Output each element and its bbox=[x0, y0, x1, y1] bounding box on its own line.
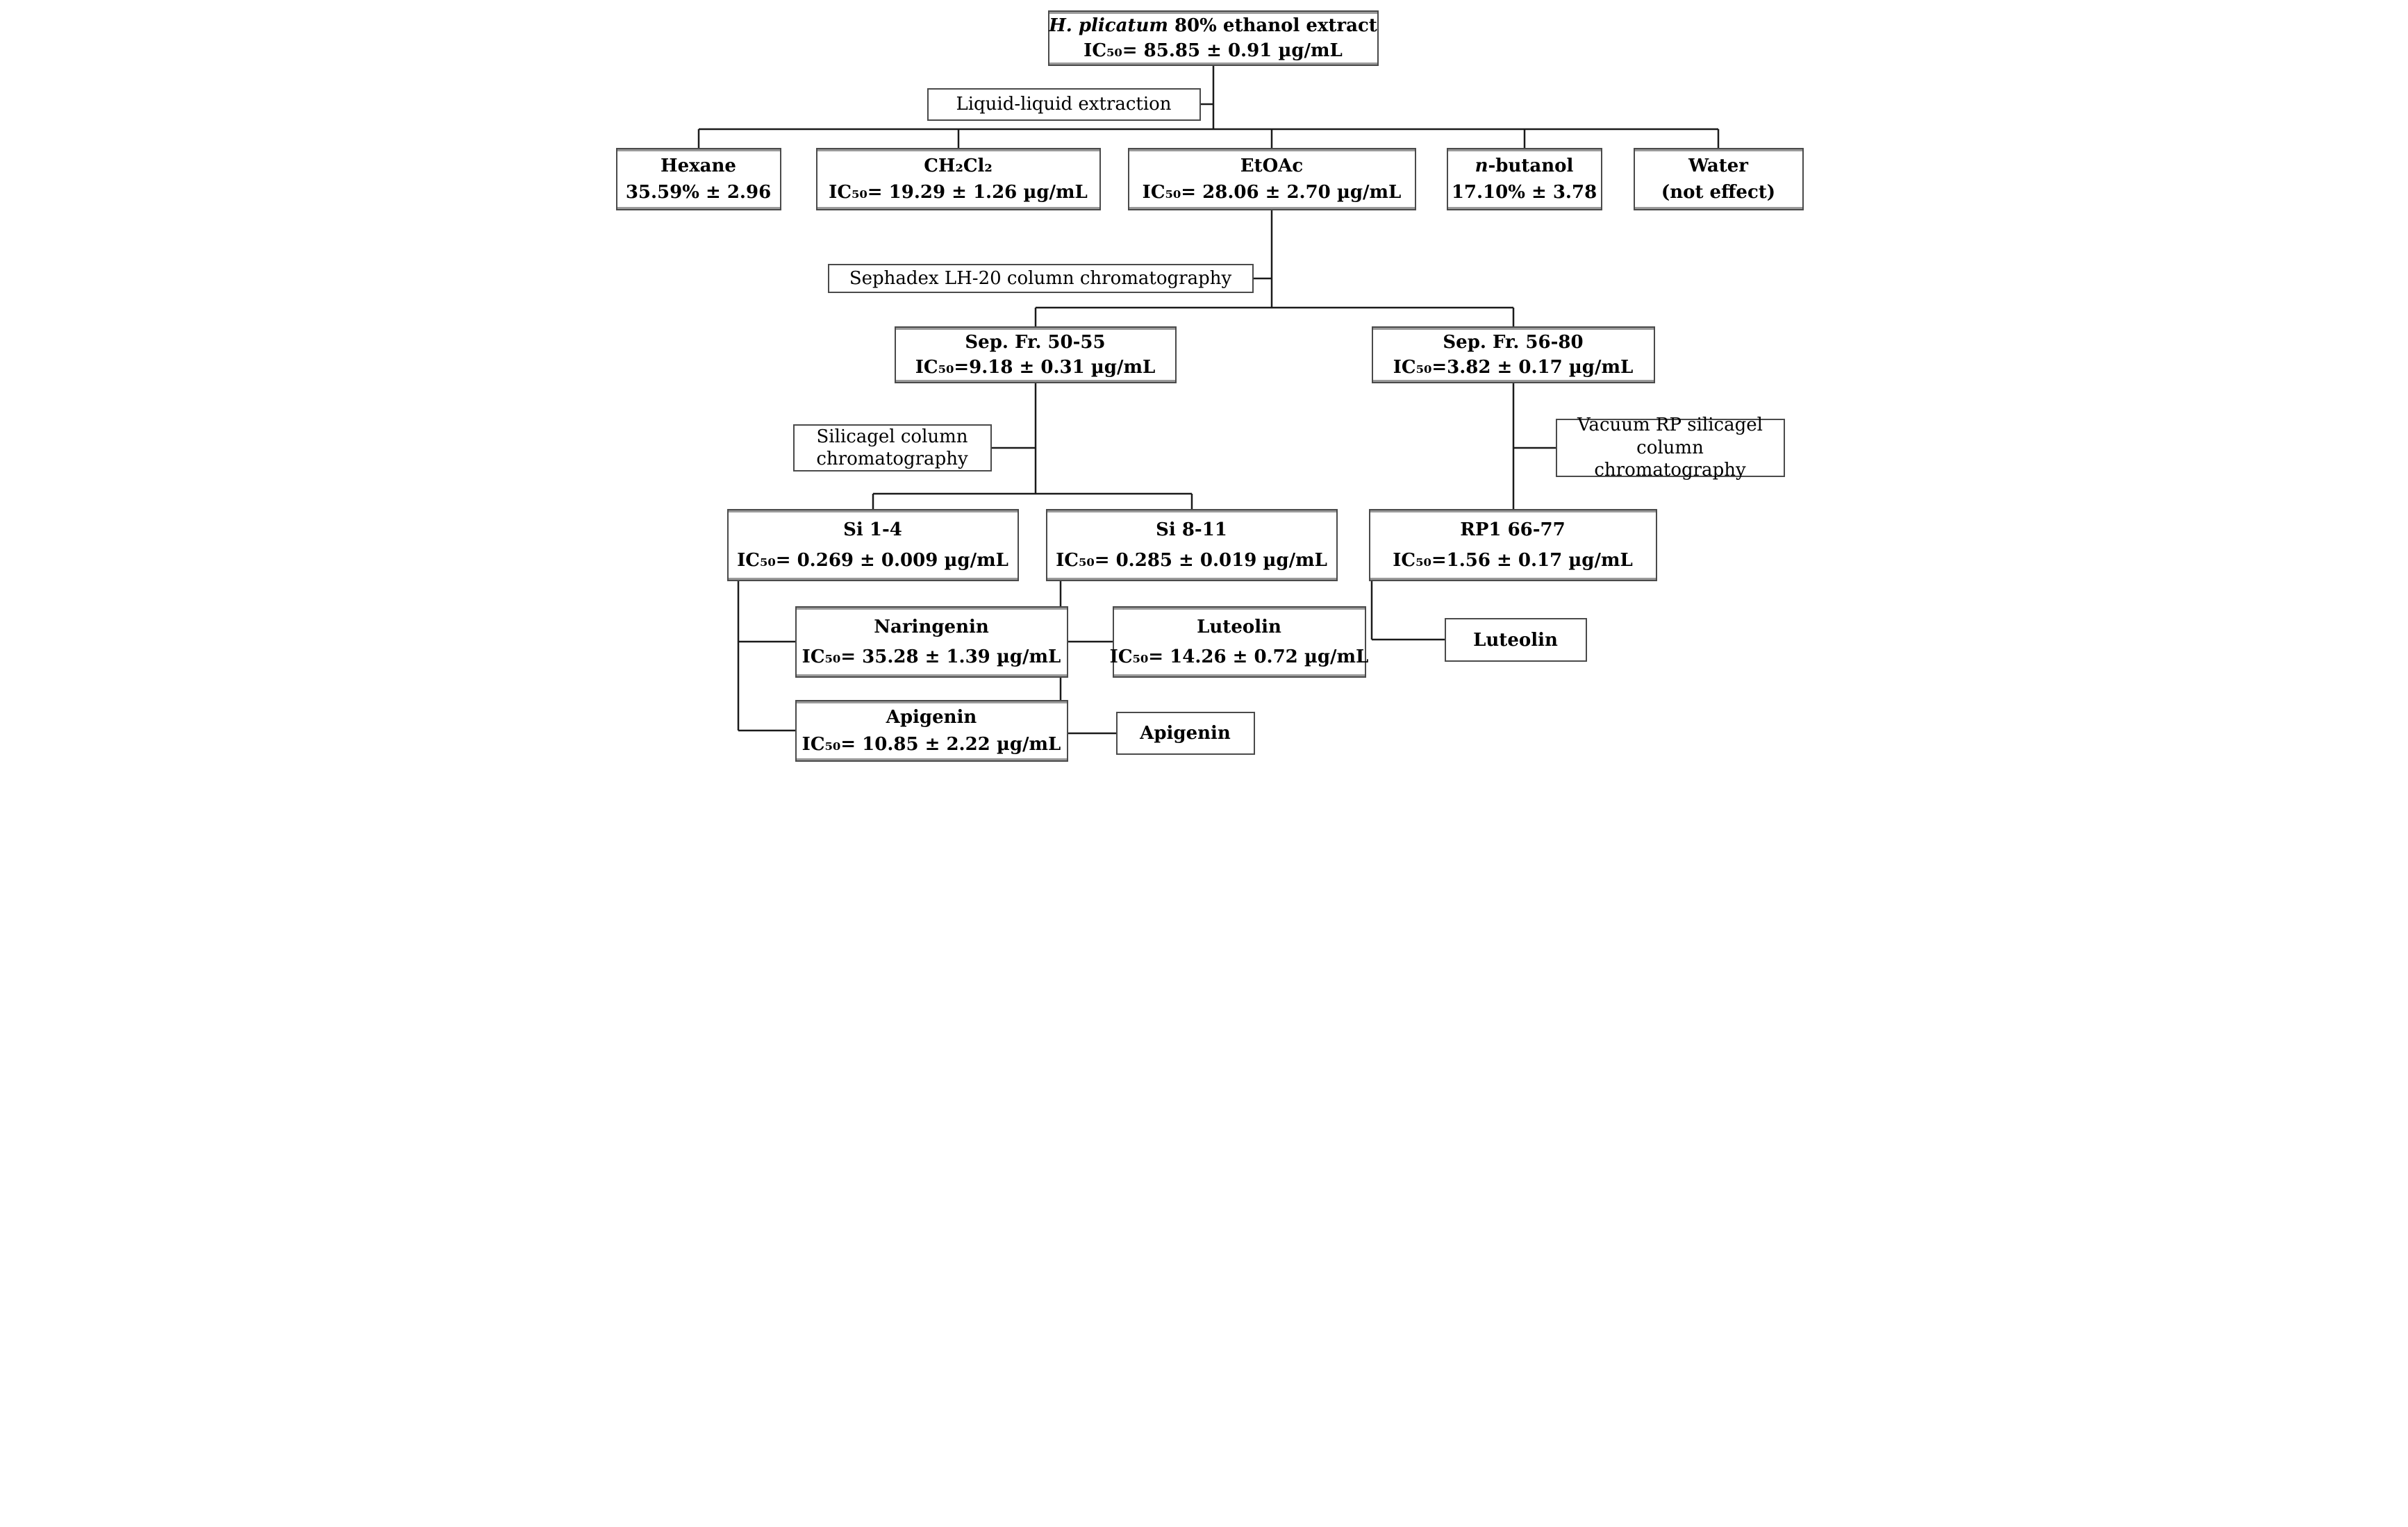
label-text: Liquid-liquid extraction bbox=[956, 94, 1172, 115]
node-text-line: IC₅₀= 35.28 ± 1.39 µg/mL bbox=[802, 646, 1061, 667]
connector-lines bbox=[697, 66, 1719, 735]
node-text-line: IC₅₀=1.56 ± 0.17 µg/mL bbox=[1393, 549, 1633, 571]
node-text-line: Sep. Fr. 56-80 bbox=[1443, 332, 1584, 353]
label-text: Silicagel column chromatography bbox=[816, 426, 968, 470]
node-text-line: IC₅₀= 28.06 ± 2.70 µg/mL bbox=[1142, 182, 1402, 203]
node-text-line: IC₅₀= 85.85 ± 0.91 µg/mL bbox=[1083, 40, 1343, 61]
node-text-line: CH₂Cl₂ bbox=[924, 155, 993, 176]
node-luteolin: Luteolin bbox=[1444, 618, 1587, 662]
node-text-line: IC₅₀=9.18 ± 0.31 µg/mL bbox=[915, 357, 1156, 378]
node-text-line: IC₅₀= 14.26 ± 0.72 µg/mL bbox=[1109, 646, 1369, 667]
node-text-line: Water bbox=[1688, 155, 1749, 176]
node-text-line: IC₅₀= 19.29 ± 1.26 µg/mL bbox=[829, 182, 1088, 203]
node-text-line: 17.10% ± 3.78 bbox=[1451, 182, 1597, 203]
node-text-line: EtOAc bbox=[1240, 155, 1304, 176]
label-text: Sephadex LH-20 column chromatography bbox=[849, 267, 1232, 289]
node-n-butanol-fraction: n-butanol 17.10% ± 3.78 bbox=[1446, 148, 1602, 210]
node-text-line: IC₅₀=3.82 ± 0.17 µg/mL bbox=[1393, 357, 1634, 378]
node-text-line: H. plicatum 80% ethanol extract bbox=[1049, 15, 1377, 37]
node-text-line: Sep. Fr. 50-55 bbox=[965, 332, 1106, 353]
node-text-line: 35.59% ± 2.96 bbox=[625, 182, 772, 203]
node-text-line: IC₅₀= 0.285 ± 0.019 µg/mL bbox=[1056, 549, 1327, 571]
node-ch2cl2-fraction: CH₂Cl₂ IC₅₀= 19.29 ± 1.26 µg/mL bbox=[815, 148, 1101, 210]
node-text-line: n-butanol bbox=[1475, 155, 1574, 176]
node-text-line: Apigenin bbox=[1140, 723, 1231, 744]
node-text-line: Naringenin bbox=[874, 617, 989, 637]
node-text-line: IC₅₀= 10.85 ± 2.22 µg/mL bbox=[802, 733, 1061, 755]
label-silicagel-chromatography: Silicagel column chromatography bbox=[792, 424, 992, 472]
node-text-line: Hexane bbox=[661, 155, 736, 176]
node-hexane-fraction: Hexane 35.59% ± 2.96 bbox=[615, 148, 781, 210]
node-text-line: Si 8-11 bbox=[1156, 519, 1227, 541]
label-text: Vacuum RP silicagel column chromatograph… bbox=[1577, 415, 1763, 481]
node-text-line: Luteolin bbox=[1473, 629, 1558, 651]
node-text-line: (not effect) bbox=[1661, 182, 1776, 203]
node-water-fraction: Water (not effect) bbox=[1633, 148, 1804, 210]
label-sephadex-chromatography: Sephadex LH-20 column chromatography bbox=[827, 264, 1254, 293]
node-text-line: Luteolin bbox=[1197, 617, 1281, 637]
node-text-line: Si 1-4 bbox=[843, 519, 902, 541]
node-text-line: RP1 66-77 bbox=[1460, 519, 1566, 541]
label-vacuum-rp-chromatography: Vacuum RP silicagel column chromatograph… bbox=[1555, 415, 1785, 481]
label-liquid-liquid-extraction: Liquid-liquid extraction bbox=[927, 88, 1201, 121]
node-text-line: Apigenin bbox=[886, 707, 977, 728]
node-apigenin: Apigenin bbox=[1115, 712, 1255, 755]
node-text-line: IC₅₀= 0.269 ± 0.009 µg/mL bbox=[737, 549, 1008, 571]
